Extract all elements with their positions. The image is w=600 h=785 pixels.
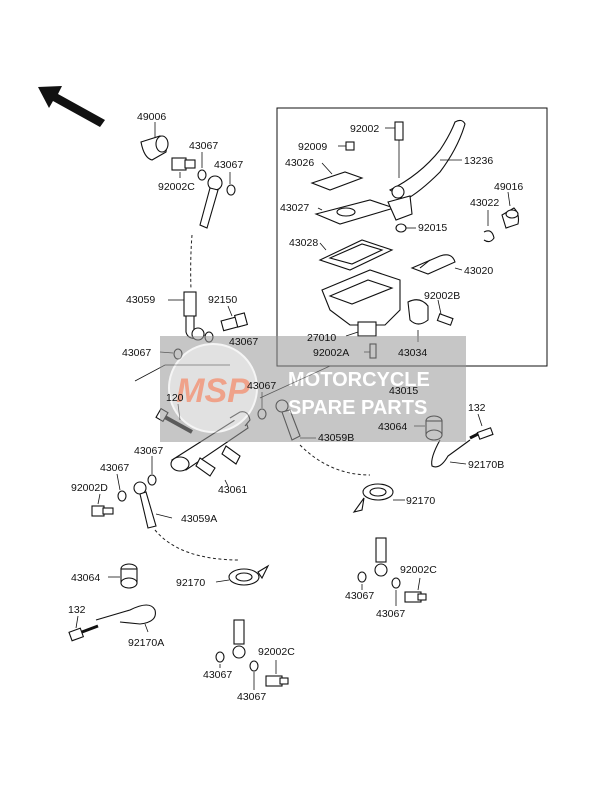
washer-43067-g bbox=[117, 490, 127, 502]
washer-43067-h bbox=[357, 571, 367, 583]
part-labels: 49006 43067 43067 92002C 43059 92150 430… bbox=[68, 111, 523, 703]
lever-pivot-bracket bbox=[387, 195, 413, 221]
bolt-92002c-top bbox=[171, 157, 196, 171]
clamp-92170-right bbox=[352, 483, 394, 513]
label-43020: 43020 bbox=[464, 265, 493, 277]
switch-27010 bbox=[357, 321, 377, 337]
label-43067: 43067 bbox=[203, 669, 232, 681]
label-43061: 43061 bbox=[218, 484, 247, 496]
label-49006: 49006 bbox=[137, 111, 166, 123]
label-132: 132 bbox=[468, 402, 486, 414]
label-120: 120 bbox=[166, 392, 184, 404]
upper-brake-hose bbox=[190, 234, 193, 291]
clip-92170b bbox=[431, 439, 471, 468]
label-92002a: 92002A bbox=[313, 347, 349, 359]
washer-43067-a bbox=[197, 169, 207, 181]
label-43067: 43067 bbox=[214, 159, 243, 171]
label-43067: 43067 bbox=[134, 445, 163, 457]
label-43064: 43064 bbox=[378, 421, 407, 433]
label-43034: 43034 bbox=[398, 347, 427, 359]
watermark-line2: SPARE PARTS bbox=[288, 397, 427, 419]
label-92170: 92170 bbox=[406, 495, 435, 507]
label-43067: 43067 bbox=[376, 608, 405, 620]
label-92170a: 92170A bbox=[128, 637, 164, 649]
boot-49016 bbox=[501, 207, 520, 229]
master-cylinder-body bbox=[321, 269, 401, 326]
grommet-43064-left bbox=[120, 563, 138, 589]
label-92170: 92170 bbox=[176, 577, 205, 589]
bolt-92002c-mid bbox=[404, 591, 427, 603]
label-43067: 43067 bbox=[100, 462, 129, 474]
washer-43067-j bbox=[215, 651, 225, 663]
label-92002c: 92002C bbox=[258, 646, 295, 658]
clamp-43034 bbox=[407, 299, 429, 325]
watermark-logo: MSP bbox=[176, 372, 250, 410]
label-43059b: 43059B bbox=[318, 432, 354, 444]
label-27010: 27010 bbox=[307, 332, 336, 344]
washer-43067-b bbox=[226, 184, 236, 196]
label-43059: 43059 bbox=[126, 294, 155, 306]
hose-fitting-43059 bbox=[183, 291, 205, 341]
label-92002c: 92002C bbox=[158, 181, 195, 193]
label-92170b: 92170B bbox=[468, 459, 504, 471]
bolt-92002d bbox=[91, 505, 114, 517]
label-92002b: 92002B bbox=[424, 290, 460, 302]
plate-43027 bbox=[314, 199, 396, 225]
label-92002d: 92002D bbox=[71, 482, 108, 494]
cap-49006 bbox=[140, 135, 169, 161]
cap-43026 bbox=[310, 171, 364, 191]
label-92015: 92015 bbox=[418, 222, 447, 234]
nut-92015 bbox=[395, 223, 407, 233]
bolt-92150 bbox=[220, 312, 249, 332]
label-43026: 43026 bbox=[285, 157, 314, 169]
piston-kit-43020 bbox=[410, 254, 456, 275]
watermark-line1: MOTORCYCLE bbox=[288, 369, 430, 391]
front-direction-arrow bbox=[38, 86, 105, 127]
screw-92009 bbox=[345, 141, 355, 151]
banjo-fitting-upper bbox=[199, 175, 223, 229]
label-43067: 43067 bbox=[229, 336, 258, 348]
banjo-fitting-43059a bbox=[133, 481, 157, 529]
label-43067: 43067 bbox=[345, 590, 374, 602]
clamp-92170-left bbox=[228, 564, 270, 586]
label-43022: 43022 bbox=[470, 197, 499, 209]
label-92150: 92150 bbox=[208, 294, 237, 306]
label-43067: 43067 bbox=[237, 691, 266, 703]
bolt-92002 bbox=[394, 121, 404, 178]
brake-lever-13236 bbox=[388, 119, 466, 201]
clip-92170a bbox=[95, 604, 156, 625]
banjo-fitting-left-lower bbox=[232, 619, 246, 659]
bolt-92002c-bot bbox=[265, 675, 289, 687]
label-43059a: 43059A bbox=[181, 513, 217, 525]
washer-43067-f bbox=[147, 474, 157, 486]
label-43067: 43067 bbox=[189, 140, 218, 152]
label-132: 132 bbox=[68, 604, 86, 616]
label-43067: 43067 bbox=[122, 347, 151, 359]
label-13236: 13236 bbox=[464, 155, 493, 167]
label-92002c: 92002C bbox=[400, 564, 437, 576]
bolt-132-right bbox=[469, 427, 494, 440]
label-43064: 43064 bbox=[71, 572, 100, 584]
label-92009: 92009 bbox=[298, 141, 327, 153]
washer-43067-k bbox=[249, 660, 259, 672]
circlip-43022 bbox=[483, 230, 495, 243]
label-92002: 92002 bbox=[350, 123, 379, 135]
right-brake-hose bbox=[299, 444, 371, 476]
washer-43067-i bbox=[391, 577, 401, 589]
left-brake-hose bbox=[154, 529, 241, 561]
label-43027: 43027 bbox=[280, 202, 309, 214]
watermark: MSP MOTORCYCLE SPARE PARTS bbox=[160, 336, 466, 442]
label-43067: 43067 bbox=[247, 380, 276, 392]
label-49016: 49016 bbox=[494, 181, 523, 193]
bolt-92002b bbox=[436, 313, 454, 326]
bolt-132-left bbox=[68, 624, 99, 642]
banjo-fitting-right-lower bbox=[374, 537, 388, 577]
label-43028: 43028 bbox=[289, 237, 318, 249]
diaphragm-43028 bbox=[318, 239, 394, 271]
label-43015: 43015 bbox=[389, 385, 418, 397]
